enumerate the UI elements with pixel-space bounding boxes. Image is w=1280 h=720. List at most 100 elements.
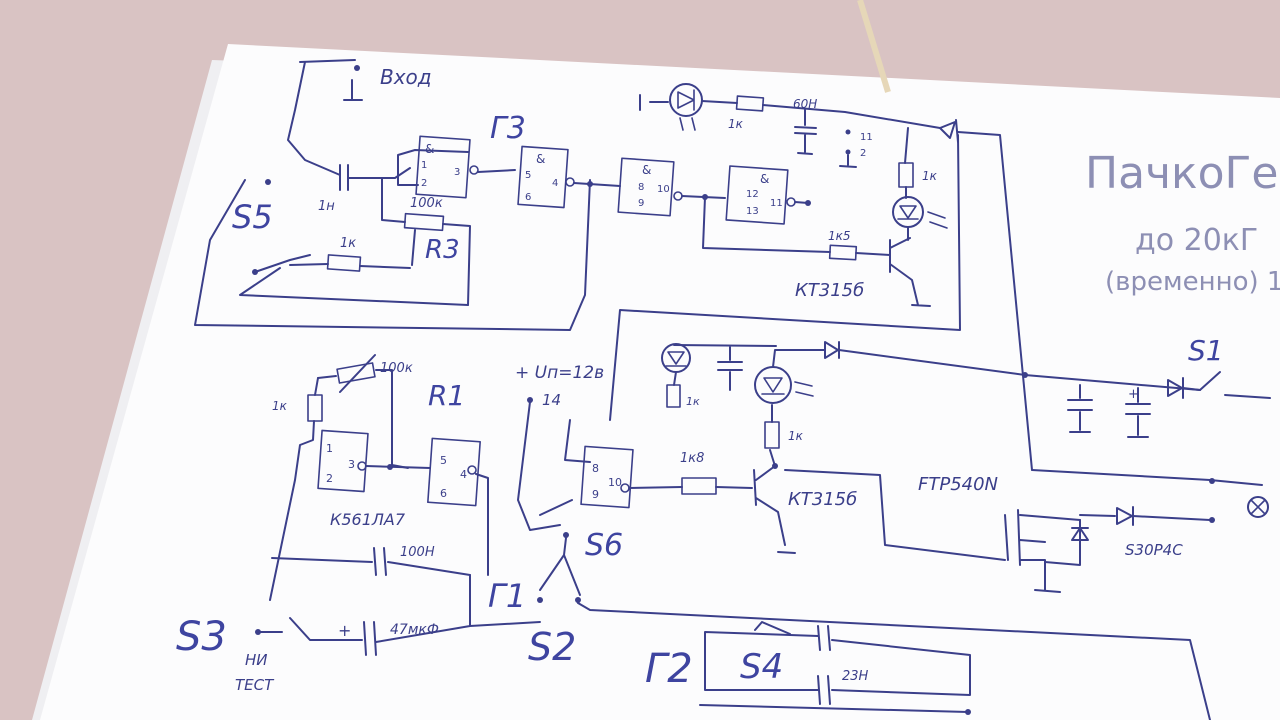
r3-label: R3 bbox=[425, 235, 460, 265]
top-led-photo bbox=[669, 83, 703, 117]
r1k-led-mid-label: 1к bbox=[788, 429, 804, 443]
led-left-mid-symbol bbox=[665, 351, 687, 367]
r100k-g1-label: 100к bbox=[380, 361, 413, 376]
g1-b-out-wire bbox=[475, 473, 489, 576]
r1k-led-right-label: 1к bbox=[922, 169, 938, 183]
g3-gate-b-in2: 6 bbox=[525, 192, 531, 203]
mid-cap bbox=[673, 344, 777, 391]
top-led-arrows bbox=[679, 117, 696, 131]
filter-cap-2 bbox=[1125, 387, 1151, 438]
r1k5-base-label: 1к5 bbox=[828, 229, 851, 243]
lamp-junction bbox=[1209, 517, 1215, 523]
rail-lamp-junction bbox=[1209, 478, 1215, 484]
g1-a-to-b-wire bbox=[365, 465, 431, 469]
pin2-dot bbox=[845, 149, 851, 155]
pin14-label: 14 bbox=[542, 391, 561, 409]
title-block: ПачкоГе до 20кГ (временно) 15 bbox=[1085, 148, 1280, 297]
g1-gate-a-in1: 1 bbox=[326, 442, 333, 455]
transistor-mid bbox=[715, 465, 796, 554]
mosfet-drain-wire bbox=[1044, 519, 1081, 566]
s3-test-label: ТЕСТ bbox=[235, 676, 275, 694]
mosfet-to-diode-wire bbox=[1079, 514, 1116, 517]
g3-a-feedback-wire bbox=[397, 149, 469, 186]
g2-bottom-dot bbox=[965, 709, 971, 715]
g3-gate-c-in1: 8 bbox=[638, 182, 644, 193]
top-led-block: 1к 60Н 11 2 1к 1к5 КТ315б bbox=[609, 83, 1033, 471]
g3-gate-c bbox=[617, 157, 675, 217]
g3-gate-b-out: 4 bbox=[552, 178, 558, 189]
g3-gate-c-in2: 9 bbox=[638, 198, 644, 209]
pin2-ground bbox=[839, 154, 857, 168]
g3-gate-d-in1: 12 bbox=[746, 189, 759, 200]
input-top-wire bbox=[299, 59, 356, 63]
led-mid-top-wire bbox=[772, 349, 826, 368]
pin11-label: 11 bbox=[860, 132, 873, 143]
g3-gate-c-sym: & bbox=[642, 163, 651, 177]
g3-gate-a-out: 3 bbox=[454, 167, 460, 178]
r100k-g3-wires bbox=[381, 177, 471, 306]
junction-g1 bbox=[387, 464, 393, 470]
ic1-label: К561ЛА7 bbox=[330, 510, 406, 529]
g3-gate-d-in2: 13 bbox=[746, 206, 759, 217]
s5-switch-arm bbox=[239, 254, 469, 306]
c100n-label: 100Н bbox=[400, 545, 435, 560]
g3-gate-a-in1: 1 bbox=[421, 160, 427, 171]
transistor-top bbox=[855, 237, 931, 307]
g3-gate-d bbox=[725, 165, 789, 225]
r1k-g1-bottom-wire bbox=[269, 420, 315, 601]
g3-b-to-c-wire bbox=[573, 182, 621, 187]
top-ground-wire bbox=[639, 94, 669, 111]
c1n-label: 1н bbox=[318, 199, 335, 214]
g2-gate-in1: 8 bbox=[592, 462, 599, 475]
led-left-to-r-wire bbox=[673, 371, 677, 386]
s1-switch bbox=[1182, 371, 1271, 399]
table-seam bbox=[857, 0, 891, 93]
c100n-wires bbox=[271, 557, 471, 576]
supply-label: + Uп=12в bbox=[515, 363, 604, 383]
g2-label: Г2 bbox=[645, 646, 693, 692]
r1k-led-mid2-label: 1к bbox=[686, 395, 700, 408]
g2-gate-out: 10 bbox=[608, 476, 622, 489]
g3-gate-c-out: 10 bbox=[657, 184, 670, 195]
g1-gate-b-bubble bbox=[467, 465, 477, 475]
r1k-led-mid2 bbox=[666, 384, 681, 408]
junction-gb bbox=[587, 181, 593, 187]
s2-to-g2-wire bbox=[577, 602, 1211, 720]
input-label: Вход bbox=[380, 65, 432, 89]
top-diode bbox=[939, 121, 956, 139]
led-right-wire bbox=[904, 127, 909, 164]
led-mid-symbol bbox=[761, 377, 785, 395]
led-mid-arrows bbox=[794, 381, 814, 397]
g1-label: Г1 bbox=[488, 577, 526, 615]
g3-gate-a-in2: 2 bbox=[421, 178, 427, 189]
input-wire bbox=[287, 61, 341, 176]
r1k-g3-wires bbox=[289, 263, 411, 269]
top-rail-wire bbox=[762, 104, 941, 129]
led-right-symbol bbox=[897, 205, 919, 220]
input-section: Вход 1н S5 bbox=[194, 59, 591, 331]
s5-contact-top bbox=[265, 179, 271, 185]
r100k-g1 bbox=[336, 362, 376, 384]
g2-upper-cap bbox=[817, 625, 831, 651]
collector-to-r-wire bbox=[769, 449, 776, 467]
c47uf-plus: + bbox=[338, 621, 351, 640]
s2-contact-right bbox=[575, 597, 581, 603]
g2-driver: 8 9 10 1к8 КТ315б 1к 1к bbox=[580, 341, 1201, 554]
c1n-to-gate-wire bbox=[347, 167, 411, 179]
g2-gate-in2: 9 bbox=[592, 488, 599, 501]
s1-label: S1 bbox=[1188, 334, 1224, 367]
right-return-wire bbox=[609, 134, 961, 421]
supply-to-s6-wire bbox=[517, 401, 573, 531]
supply-s6: + Uп=12в 14 S6 S2 bbox=[515, 363, 1211, 720]
output-to-lamp-wire bbox=[1132, 515, 1211, 521]
title-line1: ПачкоГе bbox=[1085, 148, 1278, 199]
g2-input-wire bbox=[564, 419, 591, 463]
g3-gate-b bbox=[517, 145, 569, 209]
s5-loop-wire bbox=[194, 179, 591, 331]
g1-gate-a-in2: 2 bbox=[326, 472, 333, 485]
g3-gate-d-sym: & bbox=[760, 172, 769, 186]
filter-cap-1 bbox=[1067, 384, 1093, 433]
g1-generator: R1 100к 1к 1 2 3 5 6 4 К561ЛА7 100Н + 47… bbox=[176, 354, 541, 694]
g3-gate-a bbox=[415, 135, 471, 199]
